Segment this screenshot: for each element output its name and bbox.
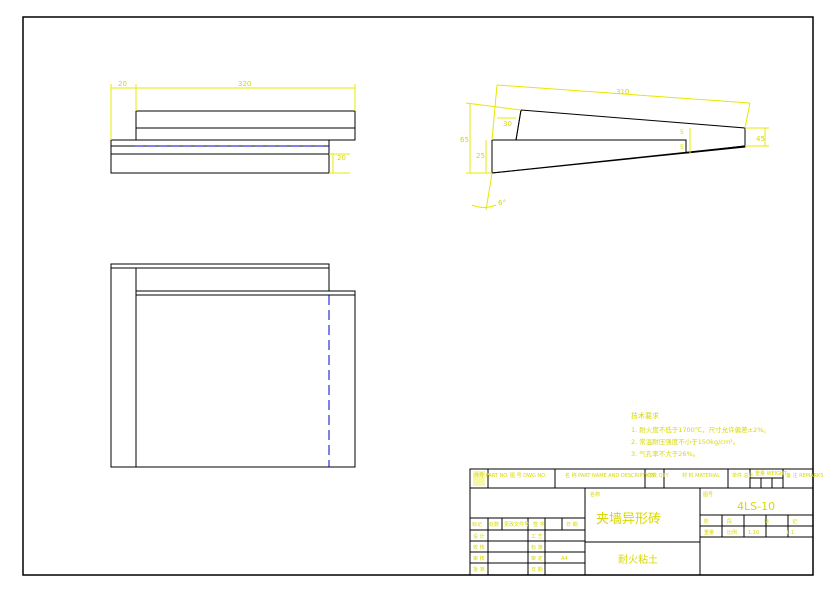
side-tapered-view: 310 65 30 25 45 5 5 6° [460,84,769,211]
notes-line3: 3. 气孔率不大于26%。 [631,449,699,458]
upper-block [135,110,356,129]
extra-mark: A4 [561,556,568,562]
sign-standard: 标 准 [531,544,543,551]
hdr-qty: 件数 QTY [647,472,670,479]
dim-side-left-small: 30 [503,120,512,128]
hdr-weight: 重量 WEIGHT [755,470,788,477]
dim-side-left-lower: 25 [476,152,485,160]
side-length-ext-right [744,102,751,129]
dim-thickness: 20 [337,154,346,162]
upper-tapered-brick [515,109,746,154]
stage-label-2: 段 [727,518,732,525]
sign-approve: 批 准 [473,566,485,573]
lower-tapered-bottom [491,145,746,174]
dim-top-total: 320 [238,80,251,88]
title-block: 件号 PART NO. 图 号 DWG NO. 名 称 PART NAME AN… [469,468,823,576]
scale-value: 1:10 [748,530,759,536]
side-length-dim [496,84,751,104]
drawing-label: 图号 [703,492,713,498]
sign-process: 工 艺 [531,534,543,540]
sign-review: 审 核 [473,555,485,562]
rev-label-1: 标记 [472,521,482,528]
hdr-material: 材 料 MATERIAL [682,472,720,479]
hdr-dwg-no: 图 号 DWG NO. [510,473,547,479]
dim-side-left-height: 65 [460,136,469,144]
left-height-ext-top [465,102,522,111]
sign-check: 校 核 [473,544,485,551]
name-label: 名称 [590,491,600,498]
drawing-border [22,16,814,576]
dim-top-left-width: 20 [118,80,127,88]
side-length-ext-left [491,84,498,141]
technical-notes: 技术要求 1. 耐火度不低于1700℃，尺寸允许偏差±2%。 2. 常温耐压强度… [631,411,770,458]
rev-label-3: 更改文件号 [504,521,529,528]
dim-side-right-height: 45 [756,135,765,143]
sign-verify: 审 定 [531,555,543,562]
drawing-number: 4LS-10 [737,500,775,513]
upper-plan-block [135,290,356,468]
dim-side-length: 310 [616,88,629,96]
stage-label-1: 阶 [704,518,709,525]
upper-block-lower-band [135,127,356,141]
weight-label: 重量 [704,529,714,536]
part-name: 夹墙异形砖 [596,512,661,527]
front-elevation-view: 20 320 20 [110,80,356,174]
hdr-part-no: 件号 PART NO. [474,472,509,479]
hdr-part-name: 名 称 PART NAME AND DESCRIPTION [565,472,655,479]
dim-side-mid-low: 5 [680,144,684,151]
lower-block [110,139,330,174]
rev-label-2: 处数 [489,521,499,528]
sheet-value: 1:1 [786,530,794,536]
stage-label-4: 记 [792,518,797,525]
upper-left-edge [515,109,522,141]
hdr-remarks: 备 注 REMARKS [786,472,823,479]
stage-label-3: 标 [764,518,769,525]
hdr-unit-total: 单件 总计 [732,472,754,479]
rev-label-5: 日 期 [566,522,578,528]
ratio-label: 比例 [727,529,737,536]
notes-line2: 2. 常温耐压强度不小于150kg/cm²。 [631,437,739,446]
plan-view [110,263,356,468]
dim-side-mid-top: 5 [680,129,684,136]
title-block-frame [469,468,814,576]
sign-design: 设 计 [473,533,485,540]
material-name: 耐火粘土 [618,553,658,566]
rev-label-4: 签 字 [533,521,545,528]
sign-date: 日 期 [531,567,543,573]
lower-tapered-brick [491,139,746,174]
dim-side-angle: 6° [498,199,506,207]
angle-ext-line [485,172,493,211]
notes-line1: 1. 耐火度不低于1700℃，尺寸允许偏差±2%。 [631,425,770,434]
angle-arc [471,204,497,208]
notes-title: 技术要求 [631,411,659,420]
